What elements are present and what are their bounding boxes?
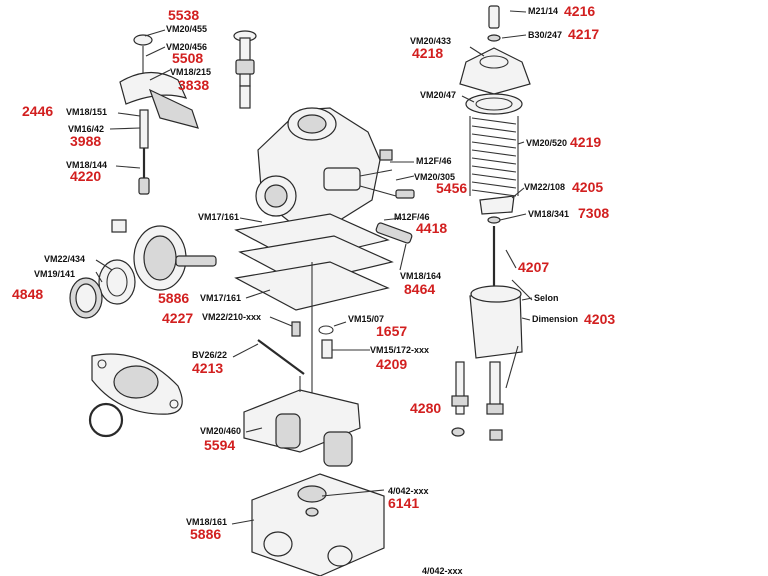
label-vm22-434: VM22/434 [44, 254, 86, 264]
label-5538: 5538 [168, 7, 200, 23]
label-3988: 3988 [70, 133, 102, 149]
label-5886-upper: 5886 [158, 290, 190, 306]
label-6141: 6141 [388, 495, 420, 511]
label-vm20-47: VM20/47 [420, 90, 457, 100]
label-vm18-151: VM18/151 [66, 107, 108, 117]
label-vm18-215: VM18/215 [170, 67, 212, 77]
label-vm22-210: VM22/210-xxx [202, 312, 262, 322]
label-vm20-460: VM20/460 [200, 426, 242, 436]
label-4-042-upper: 4/042-xxx [388, 486, 429, 496]
label-vm17-161-lower: VM17/161 [200, 293, 242, 303]
label-vm20-455: VM20/455 [166, 24, 208, 34]
label-8464: 8464 [404, 281, 436, 297]
intake-flange [88, 353, 183, 438]
label-1657: 1657 [376, 323, 408, 339]
label-selon: Selon [534, 293, 559, 303]
label-4220: 4220 [70, 168, 102, 184]
label-b30-247: B30/247 [528, 30, 563, 40]
label-3838: 3838 [178, 77, 210, 93]
cable-adjuster-assembly [119, 34, 199, 195]
label-vm16-42: VM16/42 [68, 124, 105, 134]
label-vm18-144: VM18/144 [66, 160, 108, 170]
carburetor-body [255, 107, 415, 244]
label-4280: 4280 [410, 400, 442, 416]
label-bv26-22: BV26/22 [192, 350, 228, 360]
intake-clamp [111, 219, 217, 291]
label-4218: 4218 [412, 45, 444, 61]
needle-jet [451, 361, 504, 441]
label-4227: 4227 [162, 310, 194, 326]
label-4209: 4209 [376, 356, 408, 372]
label-vm18-161: VM18/161 [186, 517, 228, 527]
label-m12f-46-lower: M12F/46 [394, 212, 430, 222]
label-4217: 4217 [568, 26, 600, 42]
label-vm15-172: VM15/172-xxx [370, 345, 430, 355]
label-4207: 4207 [518, 259, 550, 275]
label-vm19-141: VM19/141 [34, 269, 76, 279]
label-5594: 5594 [204, 437, 236, 453]
label-5508: 5508 [172, 50, 204, 66]
label-vm22-108: VM22/108 [524, 182, 566, 192]
label-4848: 4848 [12, 286, 44, 302]
float-bowl [251, 473, 385, 576]
label-vm20-305: VM20/305 [414, 172, 456, 182]
top-cap-assembly [459, 5, 531, 115]
label-4219: 4219 [570, 134, 602, 150]
label-7308: 7308 [578, 205, 610, 221]
label-vm18-164: VM18/164 [400, 271, 442, 281]
label-vm20-456: VM20/456 [166, 42, 208, 52]
label-2446: 2446 [22, 103, 54, 119]
label-4203: 4203 [584, 311, 616, 327]
label-4213: 4213 [192, 360, 224, 376]
jets-middle [257, 321, 334, 375]
choke-plunger [233, 30, 257, 109]
needle-and-slide [469, 226, 533, 389]
label-4205: 4205 [572, 179, 604, 195]
label-vm17-161-upper: VM17/161 [198, 212, 240, 222]
label-4418: 4418 [416, 220, 448, 236]
label-vm15-07: VM15/07 [348, 314, 385, 324]
intake-rings [69, 259, 136, 319]
label-vm18-341: VM18/341 [528, 209, 570, 219]
label-4-042-lower: 4/042-xxx [422, 566, 463, 576]
float-assembly [243, 376, 361, 467]
label-5456: 5456 [436, 180, 468, 196]
label-4216: 4216 [564, 3, 596, 19]
throttle-spring [469, 116, 519, 224]
label-vm20-433: VM20/433 [410, 36, 452, 46]
label-5886-lower: 5886 [190, 526, 222, 542]
label-m21-14: M21/14 [528, 6, 559, 16]
leader-lines [95, 10, 533, 525]
label-vm20-520: VM20/520 [526, 138, 568, 148]
label-m12f-46-upper: M12F/46 [416, 156, 452, 166]
gasket-stack [234, 213, 394, 420]
label-dimension: Dimension [532, 314, 579, 324]
